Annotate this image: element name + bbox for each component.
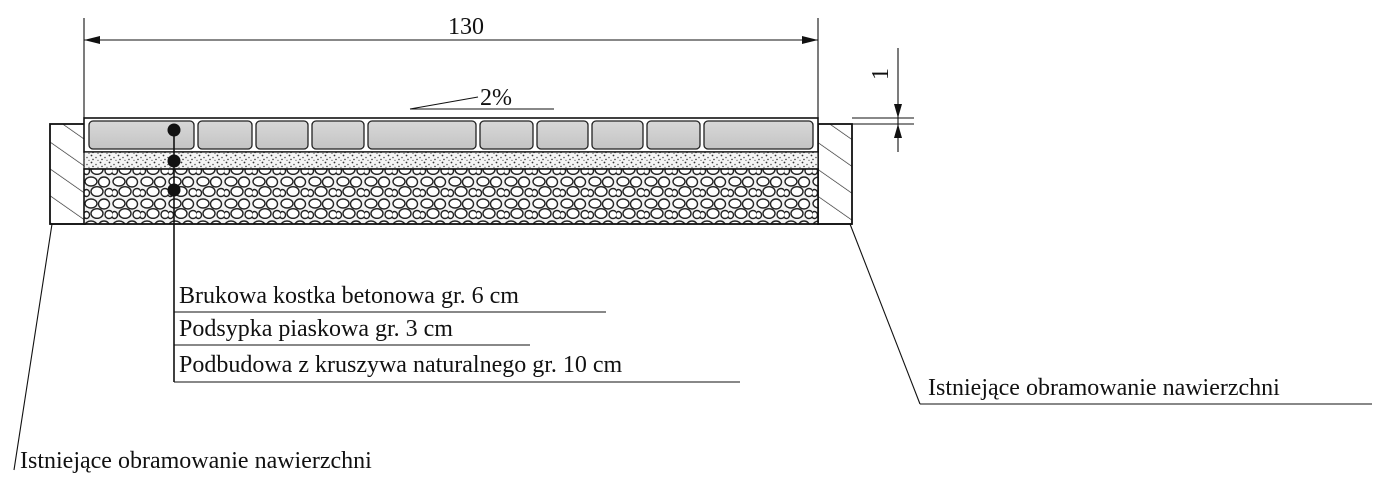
paver-layer — [83, 117, 819, 153]
left-edging-callout: Istniejące obramowanie nawierzchni — [13, 223, 372, 474]
gap-dimension-label: 1 — [868, 68, 894, 80]
left-edging — [49, 123, 86, 225]
layer-label-gravel: Podbudowa z kruszywa naturalnego gr. 10 … — [179, 352, 623, 378]
layer-leader — [167, 123, 181, 382]
width-dimension-label: 130 — [448, 14, 484, 40]
layer-label-sand: Podsypka piaskowa gr. 3 cm — [179, 316, 453, 342]
paver-block — [646, 120, 701, 150]
paver-block — [311, 120, 365, 150]
layer-label-pavers: Brukowa kostka betonowa gr. 6 cm — [179, 283, 519, 309]
paver-block — [703, 120, 814, 150]
paver-block — [88, 120, 195, 150]
paver-block — [255, 120, 309, 150]
slope-indicator: 2% — [409, 85, 554, 111]
slope-label: 2% — [480, 85, 512, 111]
width-dimension: 130 — [83, 14, 819, 118]
paver-block — [367, 120, 477, 150]
right-edging-callout: Istniejące obramowanie nawierzchni — [849, 223, 1372, 405]
right-edging — [817, 123, 853, 225]
right-edging-label: Istniejące obramowanie nawierzchni — [928, 375, 1280, 401]
paver-block — [536, 120, 589, 150]
sand-layer — [83, 151, 819, 170]
paver-block — [197, 120, 253, 150]
paver-block — [479, 120, 534, 150]
paver-block — [591, 120, 644, 150]
left-edging-label: Istniejące obramowanie nawierzchni — [20, 448, 372, 474]
gap-dimension: 1 — [852, 48, 914, 152]
layer-labels: Brukowa kostka betonowa gr. 6 cm Podsypk… — [174, 283, 740, 383]
gravel-layer — [83, 168, 819, 225]
